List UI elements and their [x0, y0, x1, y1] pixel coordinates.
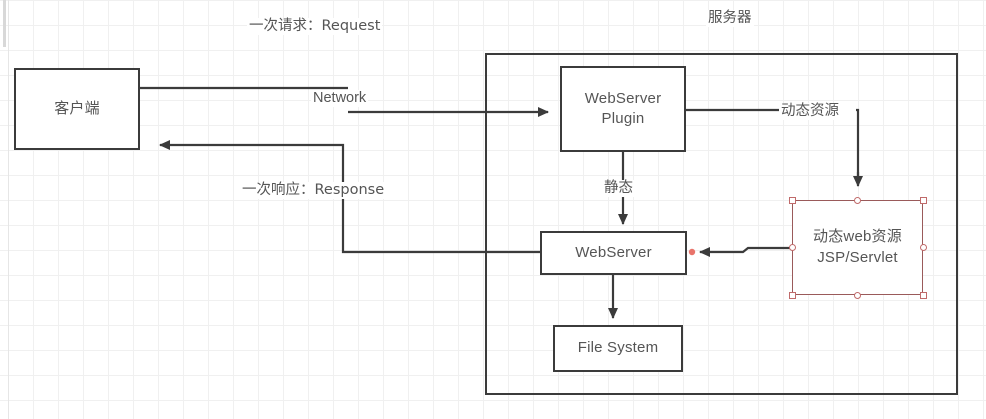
- edge-dynamic-to-webserver[interactable]: [688, 246, 792, 257]
- node-server-container[interactable]: [485, 53, 958, 395]
- node-client-label: 客户端: [54, 99, 100, 117]
- node-webserver-plugin-label: WebServer Plugin: [584, 89, 662, 127]
- label-network: Network: [311, 90, 369, 108]
- selection-handle-bottom-left[interactable]: [788, 291, 796, 299]
- node-webserver[interactable]: WebServer: [540, 231, 687, 275]
- edge-dynamic-resource: [686, 108, 863, 187]
- node-dynamic-web-resource[interactable]: 动态web资源 JSP/Servlet: [792, 200, 923, 295]
- node-file-system[interactable]: File System: [553, 325, 683, 372]
- label-static: 静态: [602, 180, 635, 198]
- label-request: 一次请求：Request: [247, 18, 383, 36]
- edge-request: [140, 86, 549, 117]
- selection-handle-middle-right[interactable]: [919, 244, 927, 251]
- selection-handle-middle-left[interactable]: [788, 244, 796, 251]
- selection-handle-top-center[interactable]: [854, 196, 861, 204]
- node-client[interactable]: 客户端: [14, 68, 140, 150]
- node-webserver-label: WebServer: [575, 243, 652, 261]
- selection-handle-top-left[interactable]: [788, 196, 796, 204]
- canvas-left-edge: [8, 0, 9, 419]
- label-dynamic-resource: 动态资源: [779, 103, 841, 121]
- node-webserver-plugin[interactable]: WebServer Plugin: [560, 66, 686, 152]
- node-file-system-label: File System: [577, 339, 659, 357]
- node-dynamic-web-resource-label: 动态web资源 JSP/Servlet: [813, 228, 902, 266]
- selection-handle-top-right[interactable]: [919, 196, 927, 204]
- selection-handle-bottom-right[interactable]: [919, 291, 927, 299]
- scroll-artifact: [3, 0, 6, 47]
- label-response: 一次响应：Response: [240, 182, 387, 200]
- selection-handle-bottom-center[interactable]: [854, 291, 861, 299]
- label-server-title: 服务器: [706, 10, 754, 28]
